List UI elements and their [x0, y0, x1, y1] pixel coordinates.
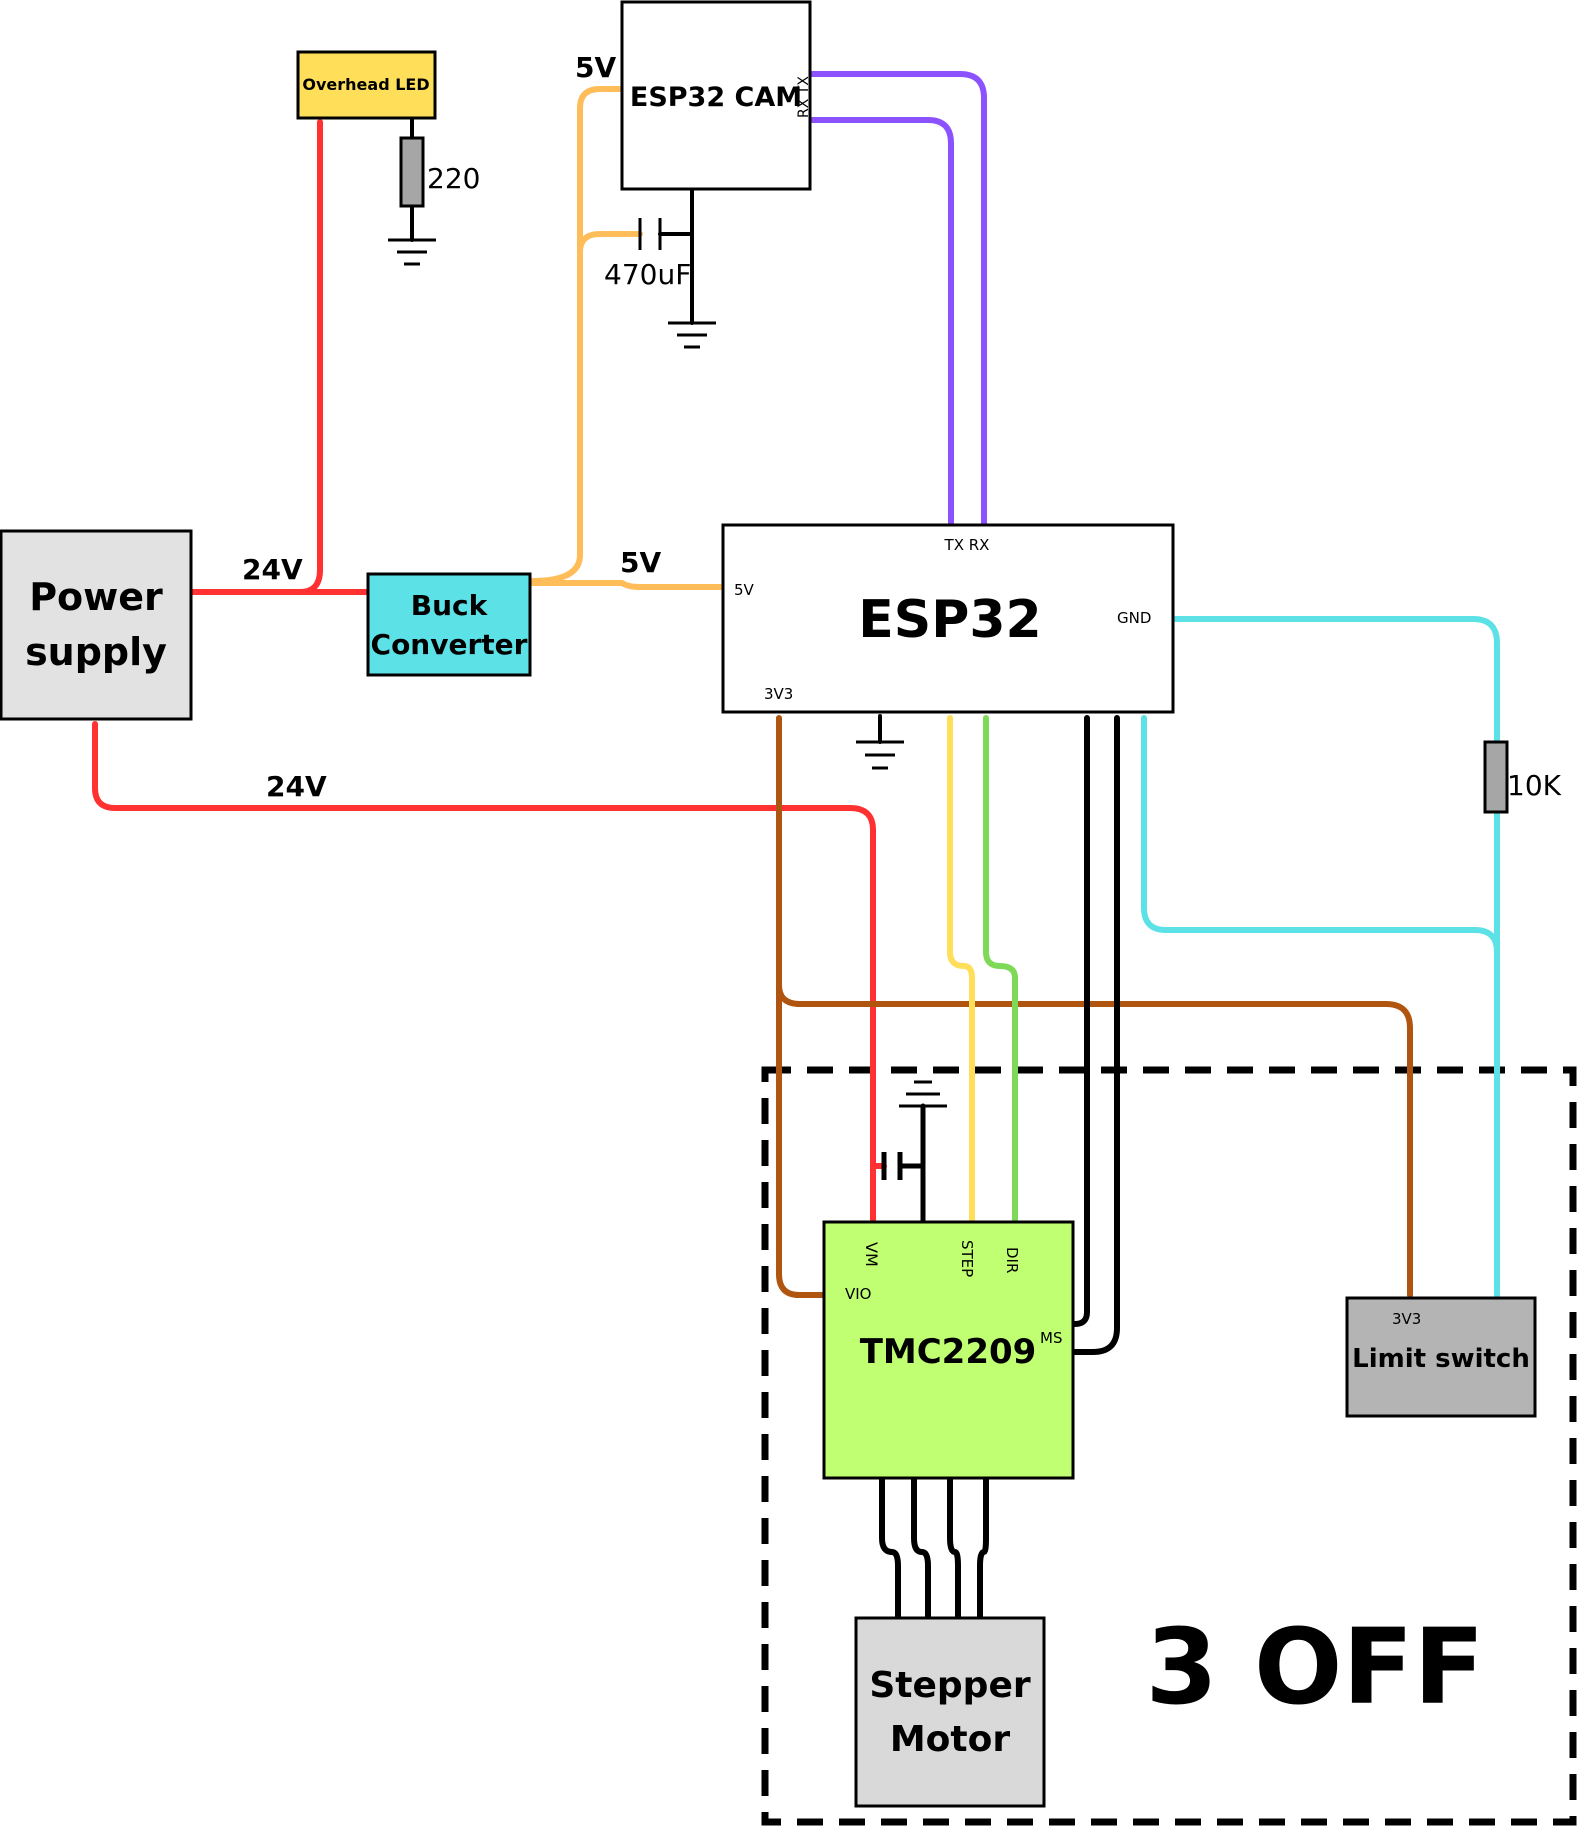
- tmc2209-box: [822, 1220, 1075, 1480]
- wire-5v-buck-to-esp32: [529, 580, 724, 590]
- wire-5v-to-capacitor: [577, 231, 643, 255]
- wire-3v3-to-limit-switch: [776, 982, 1413, 1298]
- stepper-motor: Stepper Motor: [854, 1616, 1046, 1808]
- wire-3v3-to-vio: [776, 715, 825, 1298]
- wire-ms-2: [1072, 715, 1120, 1355]
- net-label-24v-top: 24V: [242, 553, 303, 586]
- stepper-motor-box: [854, 1616, 1046, 1808]
- tmc2209-label: TMC2209: [860, 1332, 1037, 1372]
- ground-symbol-esp32: [856, 740, 904, 770]
- net-label-5v-buck: 5V: [620, 546, 661, 579]
- ground-symbol-led: [388, 238, 436, 266]
- resistor-220-label: 220: [427, 162, 480, 195]
- net-label-24v-bottom: 24V: [266, 770, 327, 803]
- stepper-motor-label-line1: Stepper: [869, 1665, 1031, 1706]
- wire-motor-d: [977, 1477, 989, 1620]
- limit-switch: 3V3 Limit switch: [1345, 1296, 1537, 1418]
- buck-converter-label-line1: Buck: [411, 589, 489, 622]
- overhead-led-label: Overhead LED: [302, 75, 429, 94]
- limit-switch-label: Limit switch: [1352, 1344, 1530, 1374]
- tmc-decoupling-capacitor: [881, 1152, 923, 1180]
- esp32-box: [721, 523, 1175, 714]
- power-supply-label-line1: Power: [29, 575, 163, 619]
- wire-24v-to-vm: [92, 721, 876, 1223]
- wire-motor-c: [947, 1477, 961, 1620]
- esp32-pin-3v3: 3V3: [764, 685, 793, 703]
- tmc2209-pin-vio: VIO: [845, 1285, 872, 1303]
- capacitor-470uf: [638, 218, 662, 250]
- ground-symbol-cam: [668, 321, 716, 349]
- wire-dir: [983, 715, 1018, 1223]
- esp32-label: ESP32: [858, 590, 1041, 650]
- esp32-pin-txrx: TX RX: [944, 536, 990, 554]
- net-label-5v-cam: 5V: [575, 51, 616, 84]
- limit-switch-pin-3v3: 3V3: [1392, 1310, 1421, 1328]
- wire-motor-a: [879, 1477, 901, 1620]
- resistor-10k-label: 10K: [1507, 769, 1562, 802]
- capacitor-470uf-label: 470uF: [604, 258, 691, 291]
- esp32-cam: ESP32 CAM RX TX: [620, 0, 812, 191]
- wire-gnd-to-switch-signal: [1141, 715, 1500, 955]
- buck-converter-label-line2: Converter: [371, 628, 528, 661]
- esp32-cam-label: ESP32 CAM: [630, 82, 802, 113]
- esp32-cam-box: [620, 0, 812, 191]
- resistor-10k: [1483, 740, 1509, 814]
- wire-gnd-to-pullup: [1172, 616, 1500, 745]
- wire-step: [947, 715, 975, 1223]
- overhead-led: Overhead LED: [296, 50, 437, 120]
- wire-5v-to-esp32cam: [529, 86, 623, 584]
- wire-uart-cam-rx: [809, 117, 954, 527]
- tmc2209-pin-step: STEP: [958, 1240, 976, 1277]
- esp32-pin-5v: 5V: [734, 581, 755, 599]
- overhead-led-box: [296, 50, 437, 120]
- wire-uart-cam-tx: [809, 71, 987, 527]
- tmc2209-pin-vm: VM: [862, 1242, 881, 1267]
- resistor-220: [399, 136, 425, 208]
- tmc2209-driver: TMC2209 VM STEP DIR VIO MS: [822, 1220, 1075, 1480]
- stepper-motor-label-line2: Motor: [890, 1719, 1010, 1760]
- wire-24v-to-led: [297, 119, 323, 595]
- wire-ms-1: [1072, 715, 1090, 1327]
- buck-converter-box: [366, 572, 532, 677]
- power-supply: Power supply: [0, 529, 193, 721]
- limit-switch-box: [1345, 1296, 1537, 1418]
- three-off-group-boundary: [761, 1066, 1577, 1826]
- power-supply-box: [0, 529, 193, 721]
- esp32-cam-pin-rxtx: RX TX: [796, 76, 812, 118]
- ground-symbol-tmc: [899, 1080, 947, 1108]
- wire-motor-b: [911, 1477, 931, 1620]
- power-supply-label-line2: supply: [25, 630, 167, 674]
- three-off-label: 3 OFF: [1145, 1606, 1484, 1728]
- buck-converter: Buck Converter: [366, 572, 532, 677]
- esp32: ESP32 TX RX 5V GND 3V3: [721, 523, 1175, 714]
- tmc2209-pin-dir: DIR: [1003, 1247, 1021, 1273]
- esp32-pin-gnd: GND: [1117, 609, 1151, 627]
- tmc2209-pin-ms: MS: [1040, 1329, 1062, 1347]
